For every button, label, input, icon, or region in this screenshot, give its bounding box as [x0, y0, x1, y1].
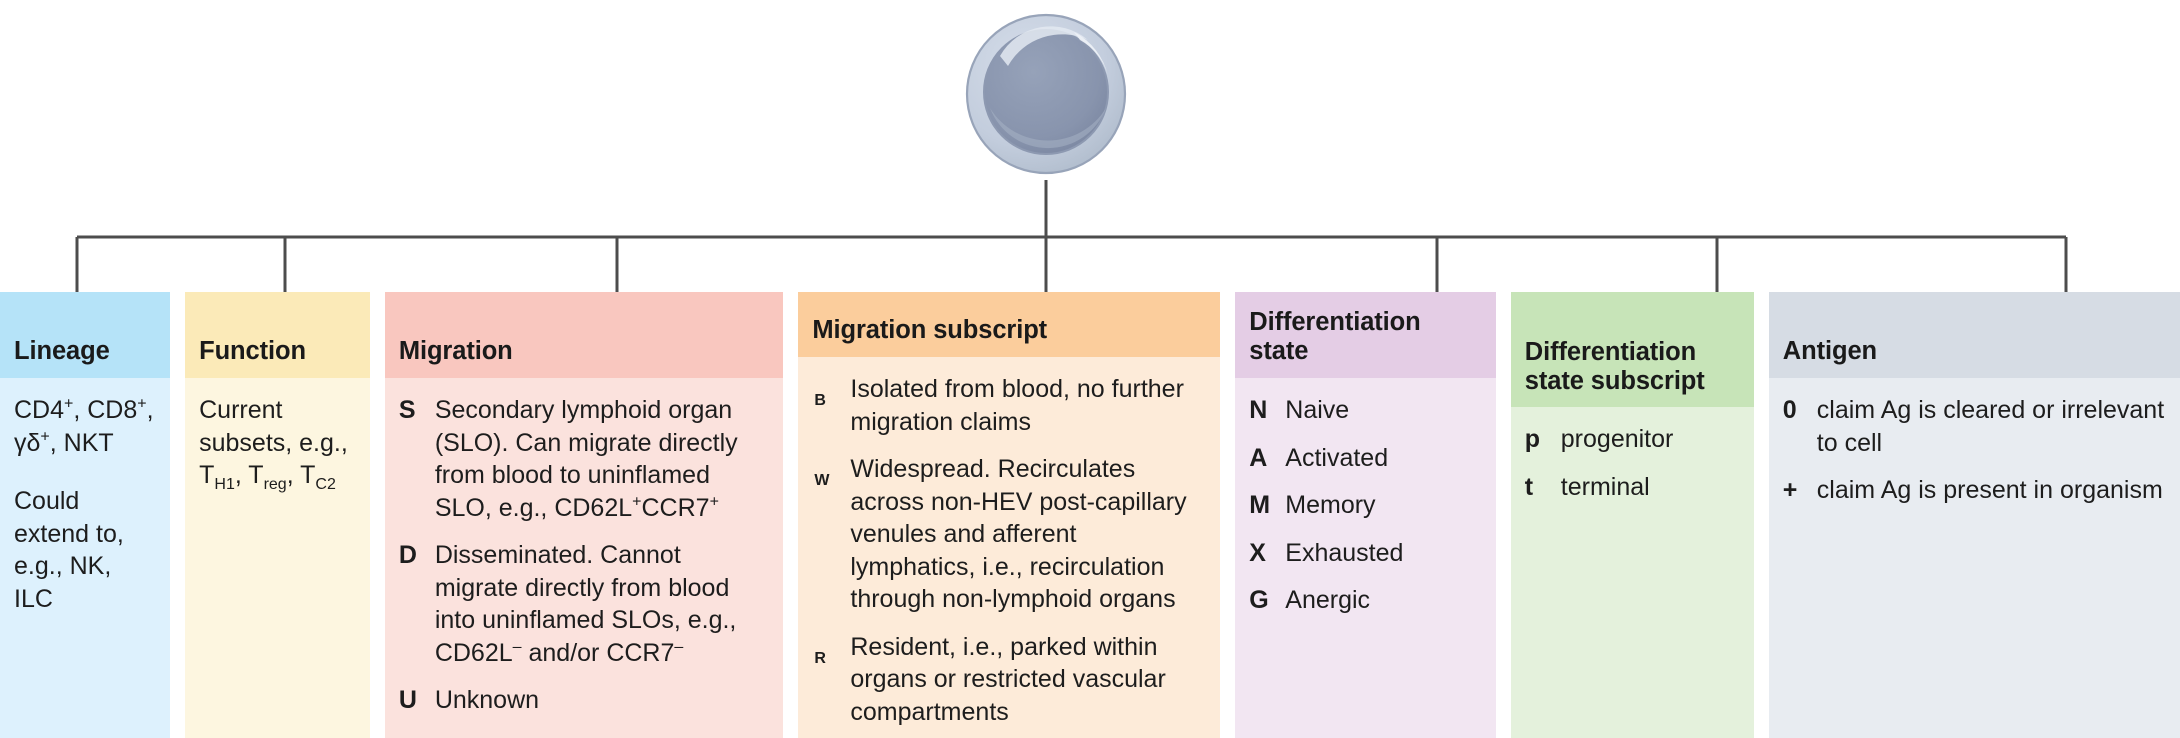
entry-text: terminal [1560, 472, 1650, 501]
entry-text: Memory [1285, 491, 1376, 519]
entry-key: R [814, 649, 826, 667]
column-header-antigen: Antigen [1768, 292, 2180, 378]
entry-migsub-r: R Resident, i.e., parked within organs o… [814, 631, 1206, 729]
category-columns: Lineage CD4+, CD8+, γδ+, NKT Could exten… [0, 292, 2180, 738]
entry-migsub-w: W Widespread. Recirculates across non-HE… [814, 453, 1206, 616]
lineage-paragraph-1: CD4+, CD8+, γδ+, NKT [14, 395, 154, 457]
entry-diffsub-t: t terminal [1525, 471, 1740, 504]
connector-bracket [75, 180, 2068, 292]
entry-diffstate-a: A Activated [1249, 442, 1482, 475]
cell-highlight-arc [1000, 26, 1088, 66]
column-header-differentiation-state-subscript: Differentiation state subscript [1510, 292, 1754, 407]
lymphocyte-cell-icon [965, 13, 1127, 175]
entry-key: A [1249, 443, 1268, 472]
column-differentiation-state: Differentiation state N Naive A Activate… [1235, 292, 1496, 738]
column-body-lineage: CD4+, CD8+, γδ+, NKT Could extend to, e.… [0, 378, 171, 738]
entry-key: 0 [1782, 396, 1797, 424]
column-header-lineage: Lineage [0, 292, 171, 378]
entry-key: M [1249, 491, 1271, 519]
entry-diffstate-g: G Anergic [1249, 584, 1482, 617]
entry-migration-d: D Disseminated. Cannot migrate directly … [399, 539, 770, 669]
entry-text: Secondary lymphoid organ (SLO). Can migr… [434, 396, 738, 522]
entry-diffsub-p: p progenitor [1525, 423, 1740, 456]
entry-key: p [1524, 425, 1541, 453]
header-line-2: state subscript [1524, 366, 1705, 395]
entry-key: N [1249, 396, 1268, 424]
header-line-1: Differentiation [1524, 337, 1697, 366]
cell-nucleus [983, 29, 1109, 155]
entry-text: Disseminated. Cannot migrate directly fr… [434, 541, 737, 667]
lineage-paragraph-2: Could extend to, e.g., NK, ILC [14, 487, 124, 613]
column-header-migration-subscript: Migration subscript [798, 292, 1221, 357]
column-body-migration-subscript: B Isolated from blood, no further migrat… [798, 357, 1221, 738]
column-body-differentiation-state: N Naive A Activated M Memory X Exhausted… [1235, 378, 1496, 738]
column-header-migration: Migration [384, 292, 784, 378]
entry-text: Isolated from blood, no further migratio… [850, 375, 1184, 436]
entry-text: Anergic [1285, 586, 1371, 614]
entry-text: Activated [1285, 443, 1389, 472]
entry-migration-u: U Unknown [399, 684, 770, 717]
entry-text: Exhausted [1285, 538, 1404, 567]
entry-antigen-0: 0 claim Ag is cleared or irrelevant to c… [1783, 394, 2166, 459]
cell-highlight-crescent [1074, 32, 1108, 76]
entry-diffstate-n: N Naive [1249, 394, 1482, 427]
column-function: Function Current subsets, e.g., TH1, Tre… [185, 292, 370, 738]
entry-text: Naive [1285, 396, 1350, 424]
entry-text: Resident, i.e., parked within organs or … [850, 632, 1166, 726]
entry-text: progenitor [1560, 425, 1674, 453]
column-body-antigen: 0 claim Ag is cleared or irrelevant to c… [1768, 378, 2180, 738]
column-lineage: Lineage CD4+, CD8+, γδ+, NKT Could exten… [0, 292, 171, 738]
column-differentiation-state-subscript: Differentiation state subscript p progen… [1510, 292, 1754, 738]
entry-key: t [1524, 472, 1534, 501]
column-antigen: Antigen 0 claim Ag is cleared or irrelev… [1768, 292, 2180, 738]
entry-key: S [398, 396, 416, 424]
cell-inner-shadow [990, 108, 1106, 149]
column-migration-subscript: Migration subscript B Isolated from bloo… [798, 292, 1221, 738]
entry-key: U [398, 686, 417, 714]
column-header-differentiation-state: Differentiation state [1235, 292, 1496, 378]
entry-key: G [1249, 586, 1269, 614]
column-body-differentiation-state-subscript: p progenitor t terminal [1510, 407, 1754, 738]
entry-diffstate-m: M Memory [1249, 489, 1482, 522]
column-body-migration: S Secondary lymphoid organ (SLO). Can mi… [384, 378, 784, 738]
entry-antigen-plus: + claim Ag is present in organism [1783, 474, 2166, 507]
entry-key: + [1782, 476, 1798, 504]
entry-migsub-b: B Isolated from blood, no further migrat… [814, 373, 1206, 438]
entry-text: claim Ag is cleared or irrelevant to cel… [1816, 396, 2165, 457]
function-paragraph-1: Current subsets, e.g., TH1, Treg, TC2 [199, 396, 348, 493]
entry-key: D [398, 541, 417, 569]
column-header-function: Function [185, 292, 370, 378]
column-migration: Migration S Secondary lymphoid organ (SL… [384, 292, 784, 738]
entry-key: W [814, 472, 830, 489]
column-body-function: Current subsets, e.g., TH1, Treg, TC2 [185, 378, 370, 738]
entry-text: Widespread. Recirculates across non-HEV … [850, 455, 1187, 613]
entry-key: X [1249, 538, 1266, 567]
entry-diffstate-x: X Exhausted [1249, 537, 1482, 570]
entry-text: Unknown [434, 686, 540, 714]
entry-migration-s: S Secondary lymphoid organ (SLO). Can mi… [399, 394, 770, 524]
entry-text: claim Ag is present in organism [1816, 476, 2163, 504]
entry-key: B [814, 392, 826, 409]
